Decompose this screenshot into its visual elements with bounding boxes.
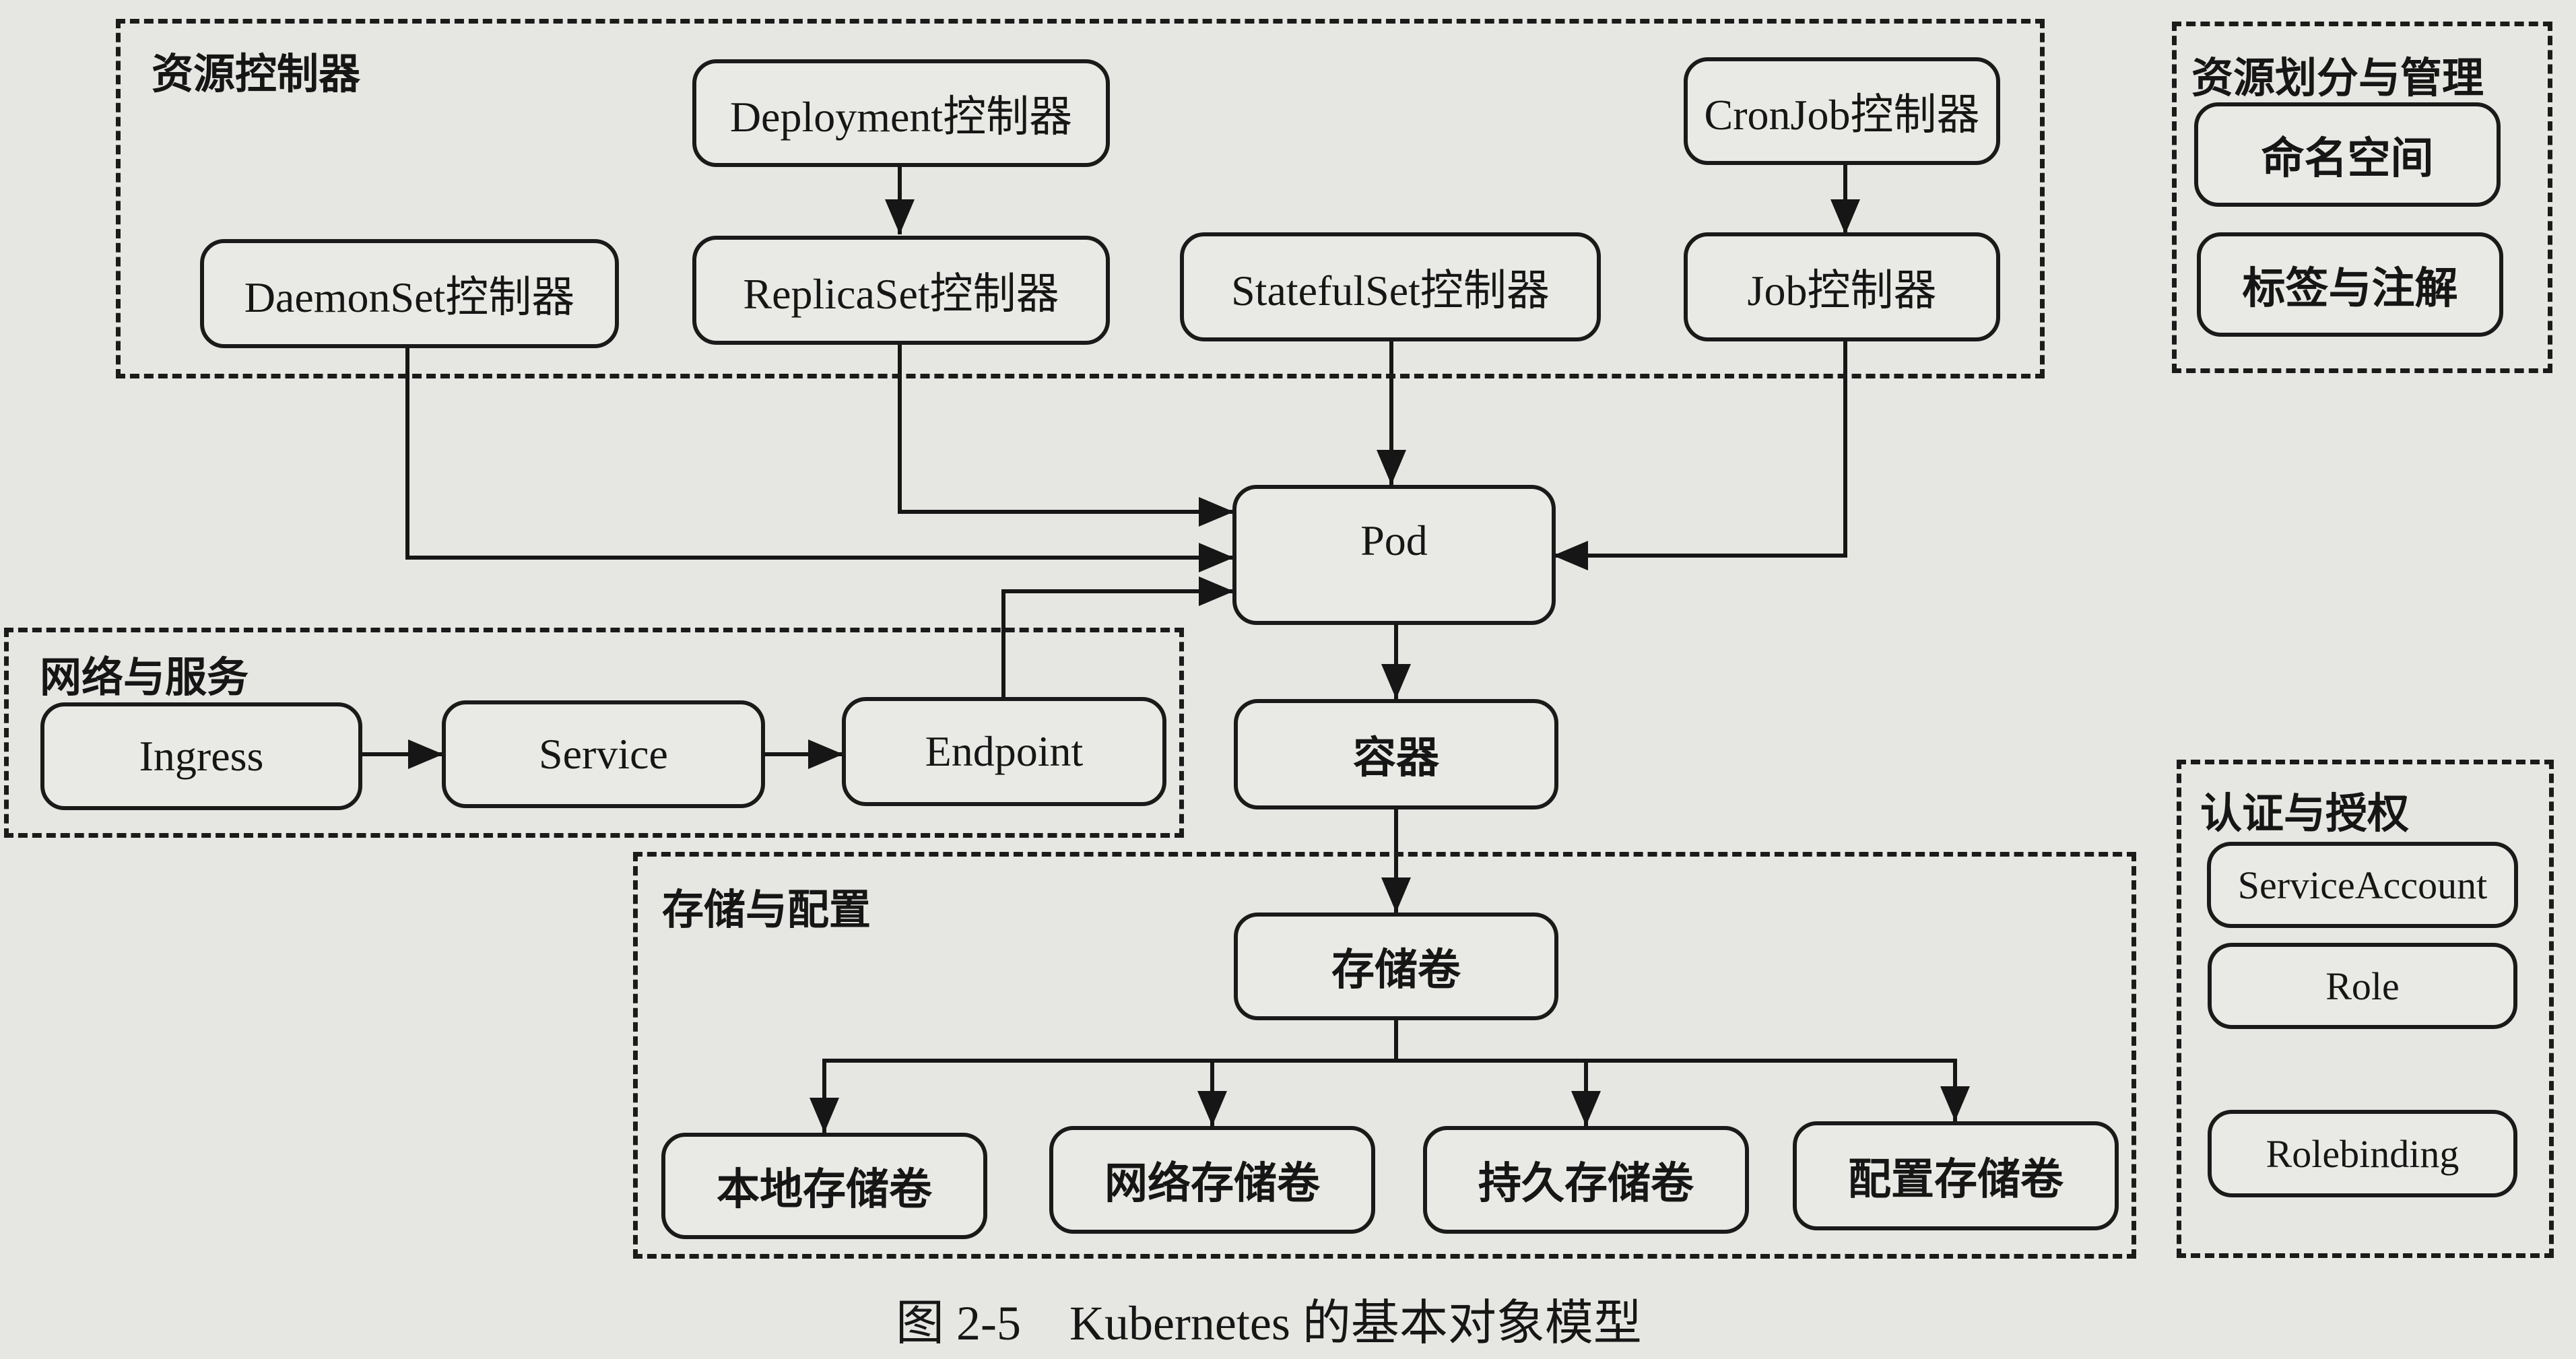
node-daemonset-controller[interactable]: DaemonSet控制器 [200, 239, 619, 348]
figure-caption: 图 2-5 Kubernetes 的基本对象模型 [896, 1296, 1642, 1350]
group-resource-controllers: 资源控制器 [116, 19, 2045, 378]
node-cronjob-controller[interactable]: CronJob控制器 [1684, 57, 2000, 165]
node-deployment-controller[interactable]: Deployment控制器 [692, 59, 1110, 167]
group-title: 网络与服务 [40, 653, 249, 702]
node-persistent-volume[interactable]: 持久存储卷 [1423, 1126, 1749, 1234]
node-endpoint[interactable]: Endpoint [842, 697, 1166, 806]
node-container[interactable]: 容器 [1234, 699, 1558, 809]
group-storage-config: 存储与配置 [633, 852, 2136, 1259]
group-resource-partition: 资源划分与管理 [2172, 22, 2552, 373]
node-service[interactable]: Service [442, 700, 765, 808]
node-rolebinding[interactable]: Rolebinding [2208, 1110, 2517, 1197]
node-statefulset-controller[interactable]: StatefulSet控制器 [1180, 232, 1601, 341]
node-role[interactable]: Role [2208, 943, 2517, 1029]
node-pod[interactable]: Pod [1232, 485, 1556, 625]
node-service-account[interactable]: ServiceAccount [2207, 842, 2518, 928]
group-title: 认证与授权 [2200, 789, 2410, 838]
node-local-volume[interactable]: 本地存储卷 [661, 1133, 987, 1239]
node-replicaset-controller[interactable]: ReplicaSet控制器 [692, 236, 1110, 345]
group-network-services: 网络与服务 [4, 628, 1184, 838]
node-config-volume[interactable]: 配置存储卷 [1793, 1121, 2119, 1230]
node-namespace[interactable]: 命名空间 [2194, 102, 2501, 207]
group-title: 存储与配置 [662, 885, 871, 934]
node-labels-annotations[interactable]: 标签与注解 [2197, 232, 2503, 337]
node-volume[interactable]: 存储卷 [1234, 913, 1558, 1020]
group-title: 资源划分与管理 [2191, 53, 2484, 102]
node-ingress[interactable]: Ingress [40, 702, 362, 810]
node-network-volume[interactable]: 网络存储卷 [1049, 1126, 1375, 1234]
group-title: 资源控制器 [152, 49, 361, 98]
group-auth: 认证与授权 [2177, 760, 2554, 1258]
node-job-controller[interactable]: Job控制器 [1684, 232, 2000, 341]
